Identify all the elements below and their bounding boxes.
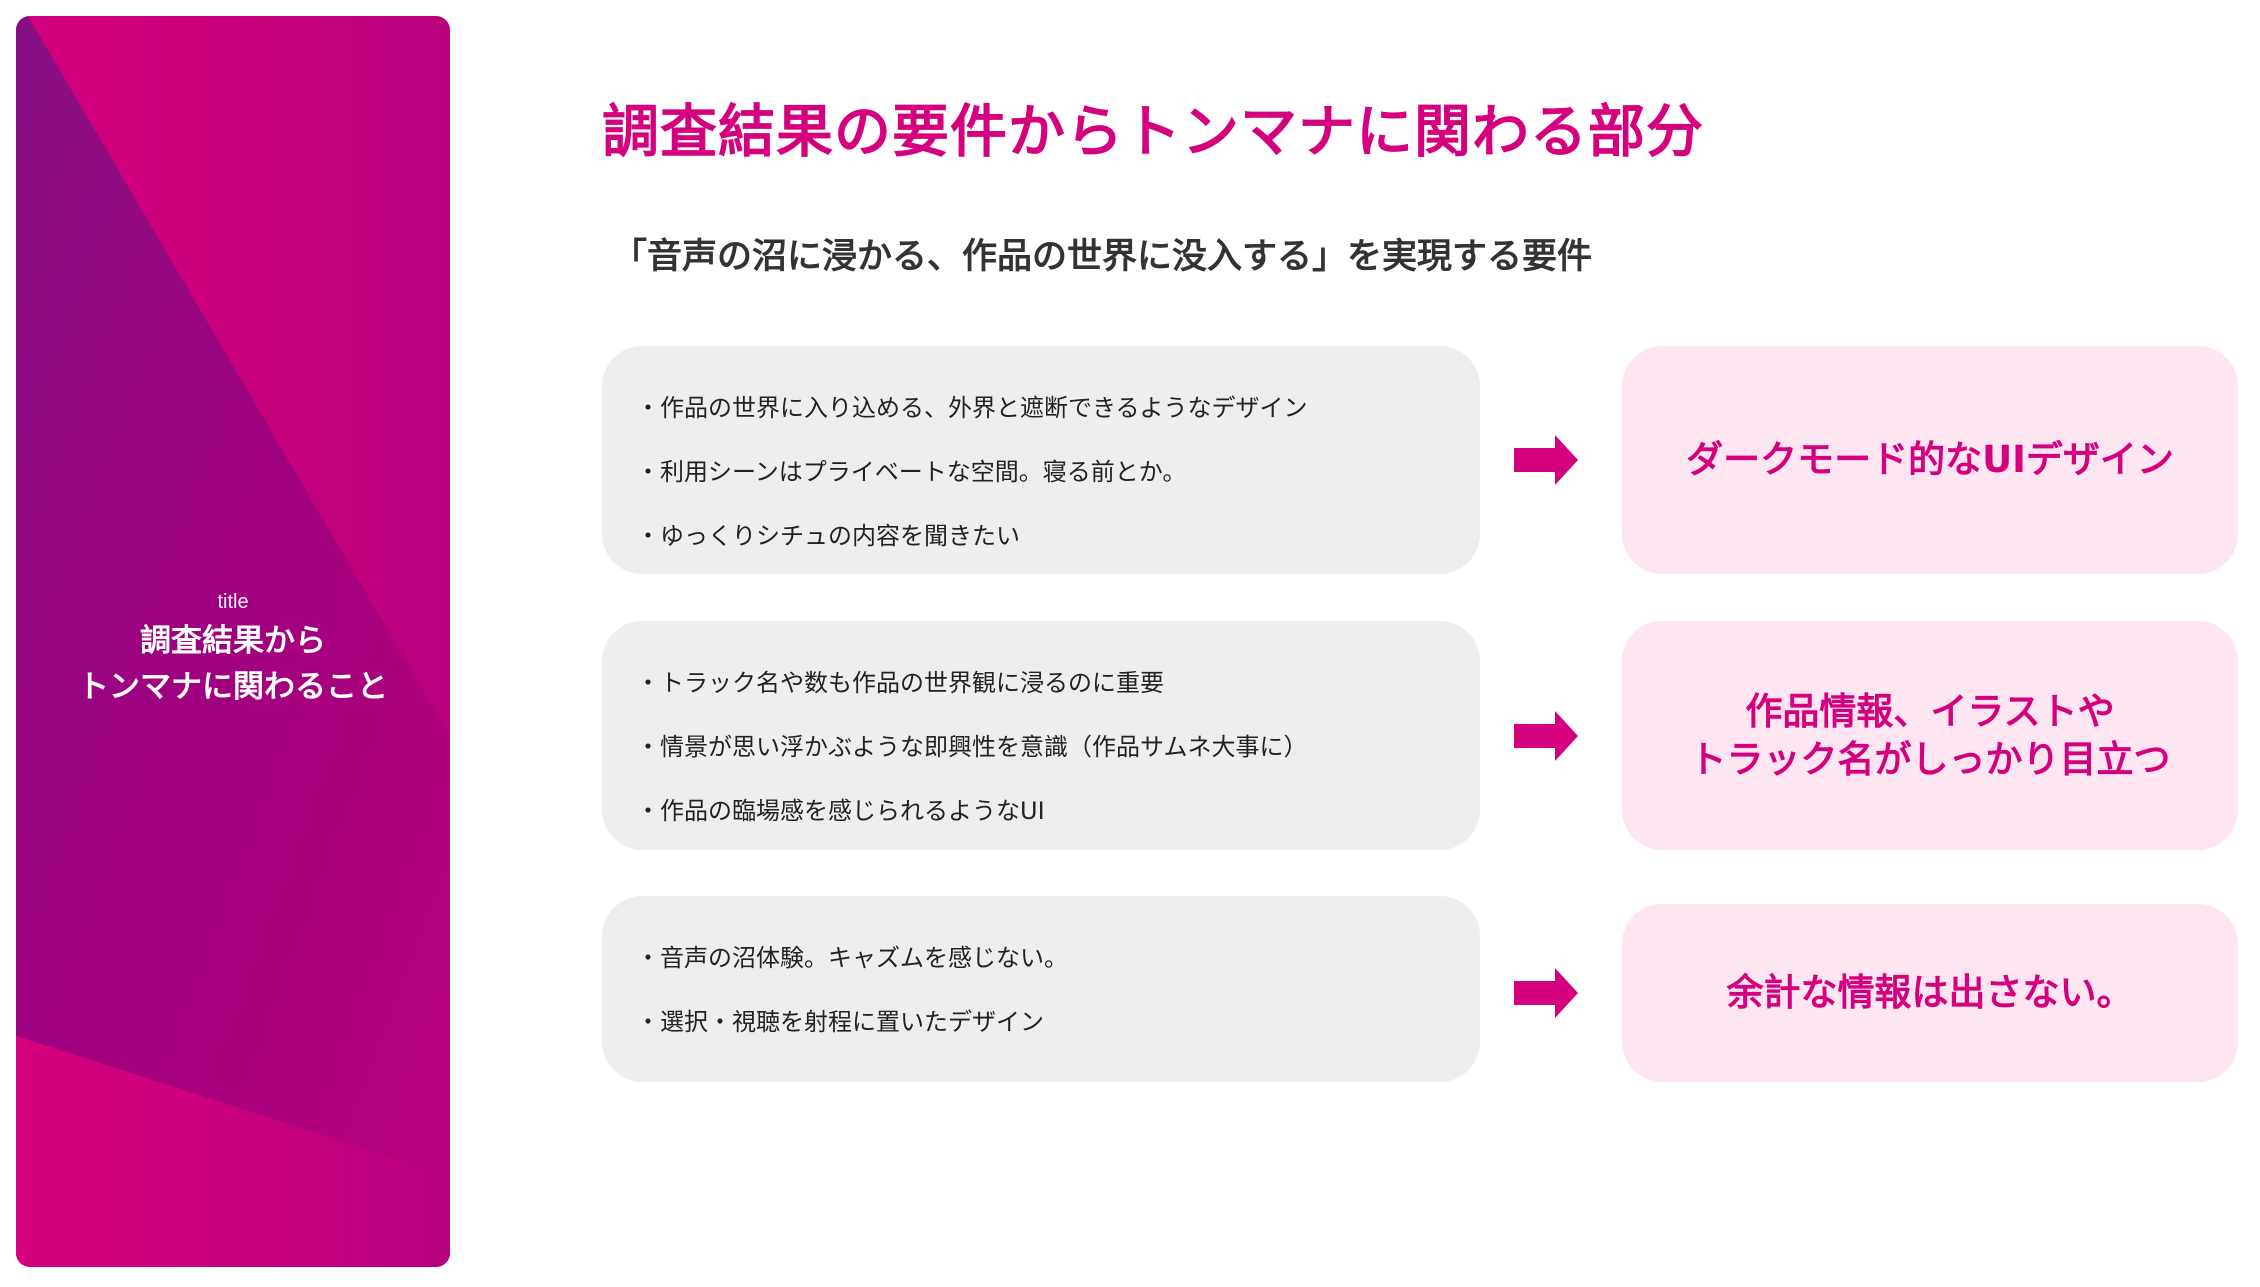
result-card-3: 余計な情報は出さない。	[1622, 904, 2238, 1082]
page-title: 調査結果の要件からトンマナに関わる部分	[602, 99, 1704, 165]
sidebar-background-shapes	[16, 16, 450, 1267]
requirement-card-1: ・作品の世界に入り込める、外界と遮断できるようなデザイン ・利用シーンはプライベ…	[602, 346, 1480, 574]
requirement-item: ・作品の世界に入り込める、外界と遮断できるようなデザイン	[636, 394, 1308, 422]
requirement-item: ・音声の沼体験。キャズムを感じない。	[636, 944, 1068, 972]
sidebar-title-line-2: トンマナに関わること	[78, 669, 388, 705]
requirement-card-3: ・音声の沼体験。キャズムを感じない。 ・選択・視聴を射程に置いたデザイン	[602, 896, 1480, 1082]
result-text: 余計な情報は出さない。	[1726, 971, 2134, 1014]
sidebar-label: title	[217, 591, 249, 613]
right-arrow-icon	[1514, 435, 1578, 485]
sidebar-text-block: title 調査結果から トンマナに関わること	[16, 590, 450, 710]
result-card-1: ダークモード的なUIデザイン	[1622, 346, 2238, 574]
requirement-item: ・利用シーンはプライベートな空間。寝る前とか。	[636, 458, 1187, 486]
requirement-item: ・情景が思い浮かぶような即興性を意識（作品サムネ大事に）	[636, 733, 1308, 761]
right-arrow-icon	[1514, 968, 1578, 1018]
sidebar-title-line-1: 調査結果から	[140, 623, 326, 659]
result-text: 作品情報、イラストや トラック名がしっかり目立つ	[1689, 689, 2171, 781]
result-text: ダークモード的なUIデザイン	[1686, 438, 2174, 481]
page-subtitle: 「音声の沼に浸かる、作品の世界に没入する」を実現する要件	[612, 237, 1593, 277]
requirement-item: ・選択・視聴を射程に置いたデザイン	[636, 1008, 1044, 1036]
requirement-card-2: ・トラック名や数も作品の世界観に浸るのに重要 ・情景が思い浮かぶような即興性を意…	[602, 621, 1480, 850]
title-sidebar-panel: title 調査結果から トンマナに関わること	[16, 16, 450, 1267]
requirement-item: ・トラック名や数も作品の世界観に浸るのに重要	[636, 669, 1164, 697]
requirement-item: ・ゆっくりシチュの内容を聞きたい	[636, 522, 1020, 550]
requirement-item: ・作品の臨場感を感じられるようなUI	[636, 797, 1045, 825]
right-arrow-icon	[1514, 711, 1578, 761]
result-card-2: 作品情報、イラストや トラック名がしっかり目立つ	[1622, 621, 2238, 850]
